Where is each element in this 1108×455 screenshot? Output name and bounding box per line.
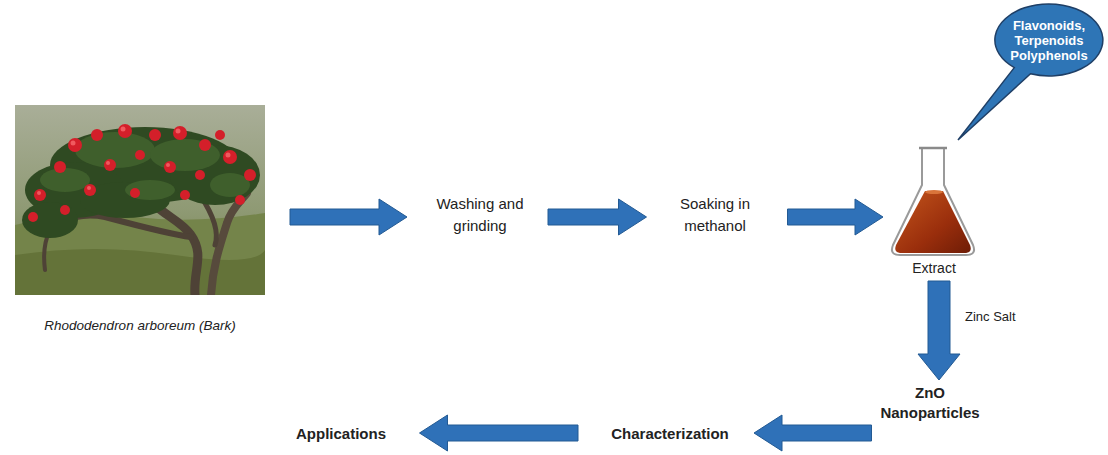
product-node: ZnO Nanoparticles: [878, 383, 983, 423]
flask-icon: [884, 145, 984, 257]
process-step: Soaking in methanol: [677, 193, 754, 237]
photo-caption-node: Rhododendron arboreum (Bark): [15, 105, 265, 335]
node-text: Washing and grinding: [437, 195, 524, 234]
text-line: ZnO Nanoparticles: [878, 383, 983, 423]
process-step: Applications: [293, 424, 390, 444]
text-line: Extract: [884, 259, 984, 277]
node-text: Applications: [296, 425, 386, 442]
node-text: Characterization: [611, 425, 729, 442]
text-line: Rhododendron arboreum (Bark): [15, 317, 265, 335]
text-line: Characterization: [608, 424, 732, 444]
text-line: Washing and grinding: [434, 193, 526, 237]
node-text: Rhododendron arboreum (Bark): [44, 318, 235, 333]
block-arrow: [290, 199, 407, 235]
bubble-text: Flavonoids, Terpenoids Polyphenols: [1010, 18, 1087, 63]
block-arrow: [788, 199, 884, 235]
speech-bubble: Flavonoids, Terpenoids Polyphenols: [993, 2, 1105, 78]
tree-photo: [15, 105, 265, 295]
node-text: ZnO Nanoparticles: [880, 384, 979, 421]
edge-label: Zinc Salt: [963, 309, 1018, 324]
text-line: Applications: [293, 424, 390, 444]
node-text: Extract: [912, 260, 956, 276]
block-arrow: [918, 281, 960, 380]
block-arrow: [420, 415, 579, 451]
text-line: Flavonoids, Terpenoids Polyphenols: [1005, 18, 1093, 63]
node-text: Soaking in methanol: [680, 195, 750, 234]
bubble-shape: [958, 4, 1103, 140]
block-arrow: [548, 199, 647, 235]
flask-node: Extract: [884, 145, 984, 277]
process-step: Characterization: [608, 424, 732, 444]
block-arrow: [754, 415, 872, 451]
process-step: Washing and grinding: [434, 193, 526, 237]
text-line: Soaking in methanol: [677, 193, 754, 237]
